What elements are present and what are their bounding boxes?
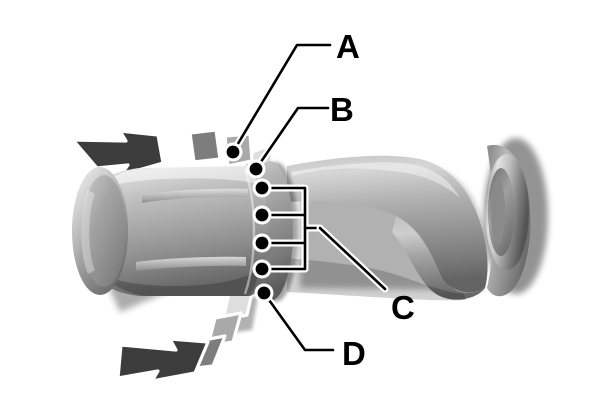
tube-main: [287, 155, 488, 293]
tube-body: [287, 155, 488, 301]
rotation-arrow-bottom: [116, 286, 258, 383]
grip-end-gloss: [81, 190, 95, 274]
callout-label-D: D: [342, 335, 366, 372]
callout-labels: A B C D: [330, 28, 415, 372]
grip-seam: [243, 168, 256, 295]
hand-grip-cylinder: [72, 166, 268, 312]
arrow-head-bottom: [116, 337, 210, 383]
tube-neck: [392, 216, 485, 300]
mount-bore: [491, 179, 505, 245]
callout-label-A: A: [336, 28, 360, 65]
tube-top-highlight: [292, 162, 460, 198]
grip-ridge-upper: [142, 188, 248, 203]
callout-label-B: B: [330, 91, 354, 128]
callout-label-C: C: [391, 289, 415, 326]
flared-bell-mount: [484, 138, 548, 297]
arrow-segment-mid: [188, 128, 222, 164]
grip-bottom-shade: [100, 270, 259, 296]
leader-line-D: [260, 289, 337, 354]
grip-end-cap: [82, 175, 126, 287]
callout-dots: [223, 142, 274, 303]
leader-line-B: [252, 104, 332, 173]
grip-top-highlight: [100, 166, 257, 190]
grip-ridge-lower: [136, 256, 246, 271]
leader-line-C: [316, 224, 389, 293]
leader-line-A: [229, 41, 334, 156]
